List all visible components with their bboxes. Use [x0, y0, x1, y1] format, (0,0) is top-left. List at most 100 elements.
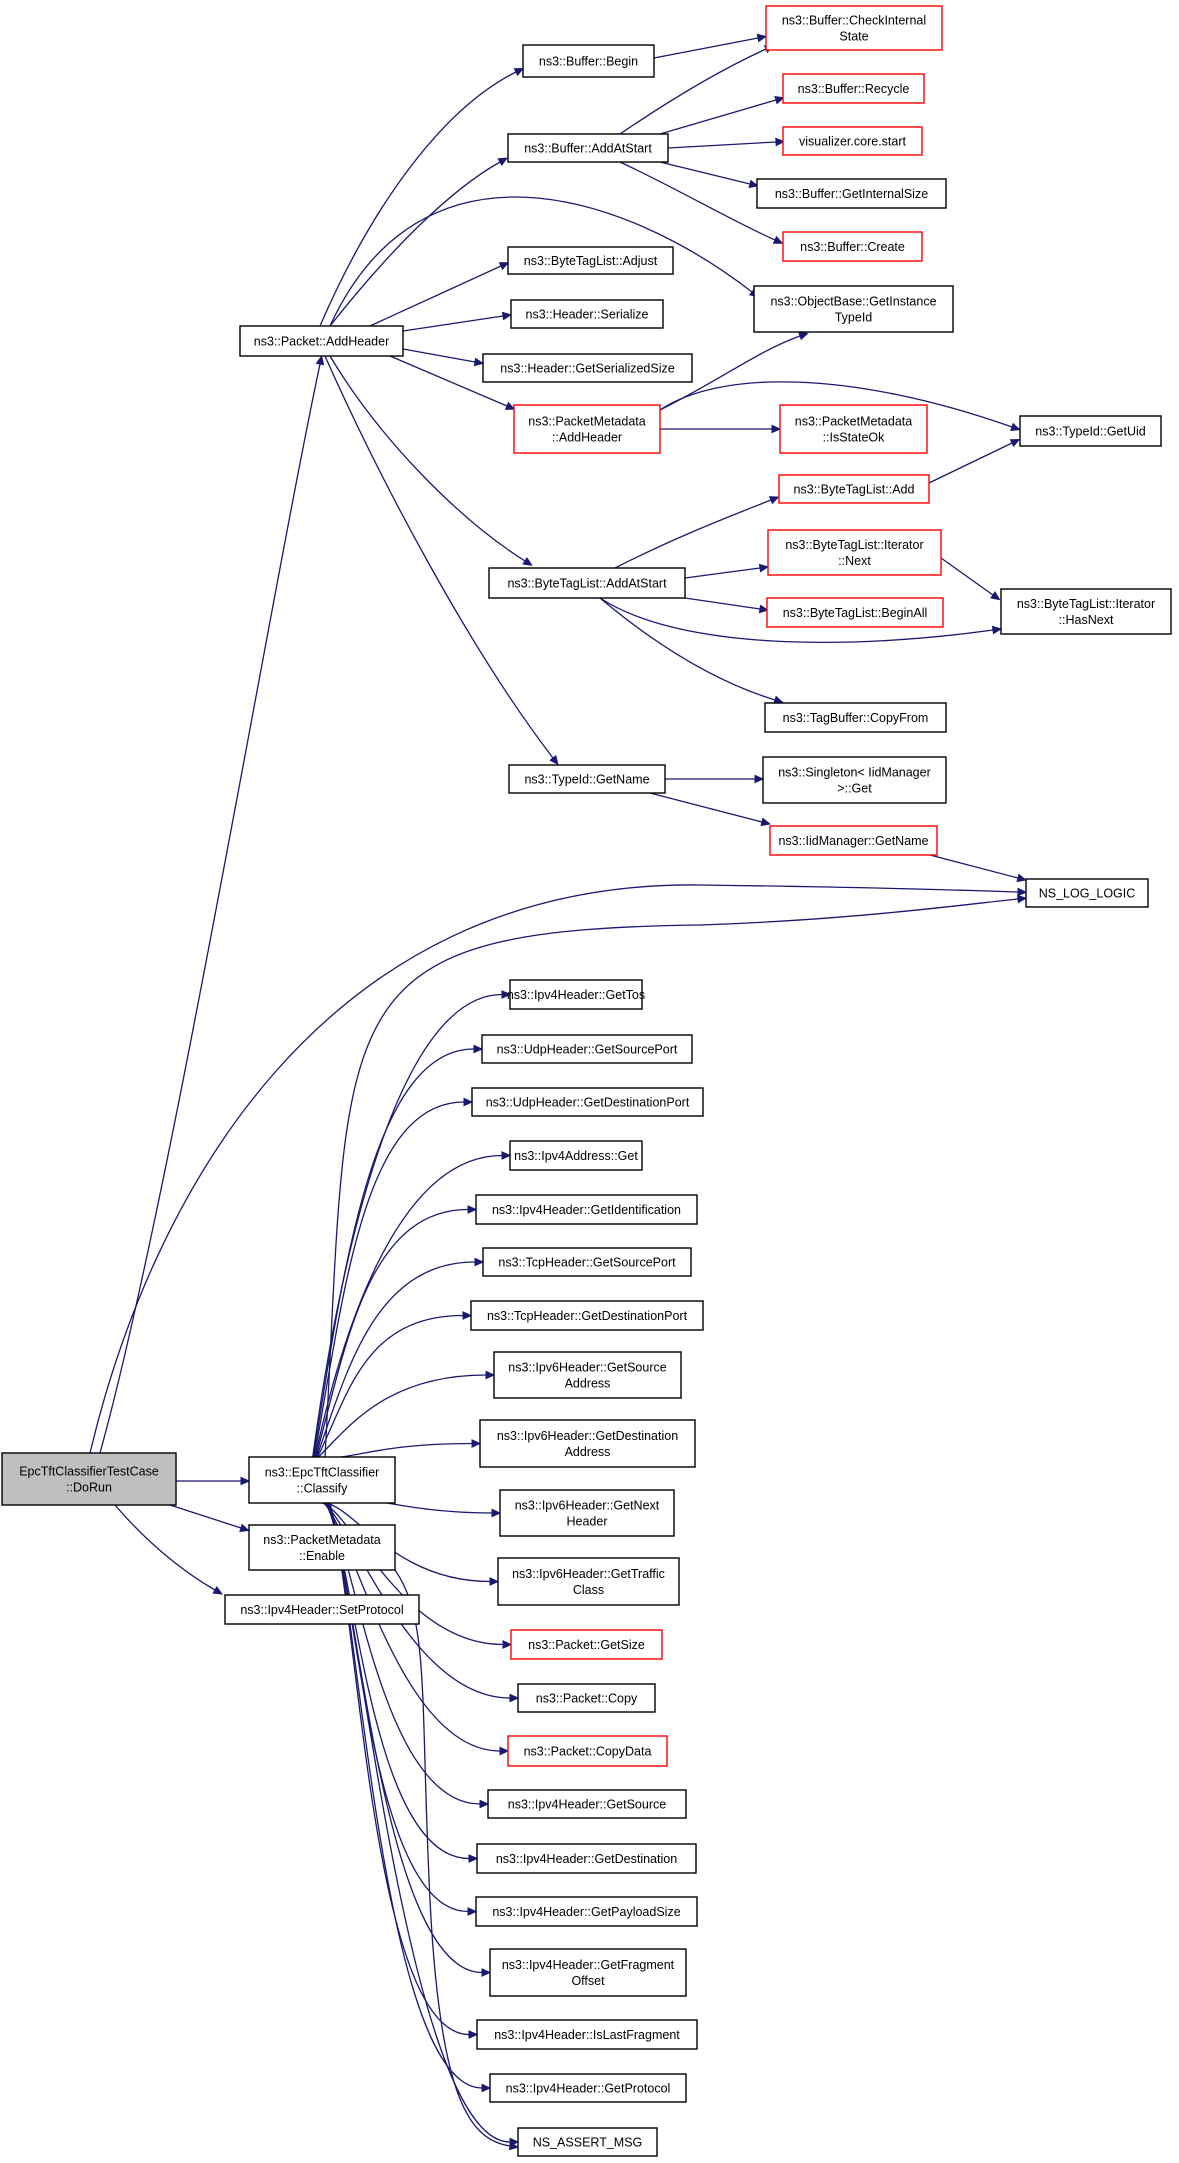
call-edge — [99, 354, 325, 1454]
node-box — [224, 1594, 420, 1625]
function-node-pktCopy[interactable]: ns3::Packet::Copy — [517, 1683, 656, 1713]
function-node-hdrSerialize[interactable]: ns3::Header::Serialize — [510, 299, 664, 329]
function-node-vizStart[interactable]: visualizer.core.start — [782, 126, 923, 156]
function-node-bufBegin[interactable]: ns3::Buffer::Begin — [522, 44, 655, 78]
function-node-nsLogLogic[interactable]: NS_LOG_LOGIC — [1025, 878, 1149, 908]
function-node-ipv4GetProto[interactable]: ns3::Ipv4Header::GetProtocol — [489, 2073, 687, 2103]
call-edge — [312, 1044, 484, 1458]
arrow-head — [499, 1746, 510, 1756]
function-node-udpGetSrc[interactable]: ns3::UdpHeader::GetSourcePort — [481, 1034, 693, 1064]
call-edge — [317, 1370, 496, 1458]
function-node-pmIsStateOk[interactable]: ns3::PacketMetadata::IsStateOk — [779, 404, 928, 454]
function-node-pktGetSize[interactable]: ns3::Packet::GetSize — [510, 1629, 663, 1660]
function-node-singletonGet[interactable]: ns3::Singleton< IidManager>::Get — [762, 756, 947, 804]
arrow-head — [501, 311, 513, 321]
arrow-head — [509, 1693, 520, 1703]
node-label: ::Next — [838, 554, 871, 568]
function-node-ipv4GetIdent[interactable]: ns3::Ipv4Header::GetIdentification — [475, 1194, 698, 1225]
function-node-addHeader[interactable]: ns3::Packet::AddHeader — [239, 325, 404, 357]
function-node-ipv4GetTos[interactable]: ns3::Ipv4Header::GetTos — [507, 979, 645, 1010]
arrow-head — [473, 1044, 484, 1054]
function-node-setProto[interactable]: ns3::Ipv4Header::SetProtocol — [224, 1594, 420, 1625]
function-node-pmEnable[interactable]: ns3::PacketMetadata::Enable — [248, 1524, 396, 1571]
node-label: ns3::Ipv4Header::GetDestination — [496, 1852, 677, 1866]
function-node-ipv4GetSrc[interactable]: ns3::Ipv4Header::GetSource — [487, 1789, 687, 1819]
node-label: Address — [565, 1377, 611, 1391]
function-node-bufAddAtStart[interactable]: ns3::Buffer::AddAtStart — [507, 133, 669, 163]
function-node-btlAdd[interactable]: ns3::ByteTagList::Add — [778, 474, 930, 504]
node-label: ::Classify — [297, 1482, 348, 1496]
node-label: TypeId — [835, 311, 873, 325]
node-label: ns3::Ipv4Header::GetTos — [507, 988, 645, 1002]
node-box — [756, 178, 947, 209]
arrow-head — [489, 1577, 500, 1586]
node-box — [499, 1489, 675, 1537]
node-box — [479, 1419, 696, 1468]
function-node-ipv4GetDst[interactable]: ns3::Ipv4Header::GetDestination — [476, 1843, 697, 1874]
function-node-udpGetDst[interactable]: ns3::UdpHeader::GetDestinationPort — [471, 1087, 704, 1117]
node-label: ns3::Singleton< IidManager — [778, 766, 931, 780]
call-edge — [329, 157, 509, 327]
node-label: Offset — [571, 1974, 605, 1988]
node-label: ns3::Ipv4Header::SetProtocol — [240, 1603, 403, 1617]
function-node-ipv4AddrGet[interactable]: ns3::Ipv4Address::Get — [509, 1140, 643, 1171]
node-label: ns3::UdpHeader::GetDestinationPort — [486, 1096, 690, 1110]
arrow-head — [775, 137, 786, 147]
call-edge — [315, 1205, 478, 1458]
function-node-tcpGetSrc[interactable]: ns3::TcpHeader::GetSourcePort — [482, 1247, 692, 1277]
function-node-bufCreate[interactable]: ns3::Buffer::Create — [782, 231, 923, 262]
function-node-tidGetName[interactable]: ns3::TypeId::GetName — [508, 764, 666, 794]
node-box — [482, 1247, 692, 1277]
call-edge — [169, 1504, 250, 1533]
function-node-pktCopyData[interactable]: ns3::Packet::CopyData — [507, 1735, 668, 1767]
node-label: ::DoRun — [66, 1481, 112, 1495]
nodes-layer: EpcTftClassifierTestCase::DoRunns3::Pack… — [1, 5, 1172, 2157]
function-node-iidGetName[interactable]: ns3::IidManager::GetName — [769, 825, 938, 856]
function-node-pmAddHeader[interactable]: ns3::PacketMetadata::AddHeader — [513, 404, 661, 454]
call-edge — [328, 1502, 492, 2093]
node-box — [507, 133, 669, 163]
function-node-btlAddAtStart[interactable]: ns3::ByteTagList::AddAtStart — [488, 567, 686, 599]
function-node-btlIterHasNext[interactable]: ns3::ByteTagList::Iterator::HasNext — [1000, 588, 1172, 635]
node-box — [510, 299, 664, 329]
node-label: ns3::ByteTagList::Adjust — [524, 254, 658, 268]
function-node-ipv4IsLast[interactable]: ns3::Ipv4Header::IsLastFragment — [476, 2019, 698, 2050]
function-node-btlBeginAll[interactable]: ns3::ByteTagList::BeginAll — [766, 597, 944, 628]
node-label: ns3::Buffer::Recycle — [798, 82, 910, 96]
function-node-tcpGetDst[interactable]: ns3::TcpHeader::GetDestinationPort — [470, 1300, 704, 1331]
function-node-btlAdjust[interactable]: ns3::ByteTagList::Adjust — [507, 246, 674, 275]
function-node-hdrGetSize[interactable]: ns3::Header::GetSerializedSize — [482, 353, 693, 383]
call-edge — [929, 854, 1027, 883]
node-box — [513, 404, 661, 454]
arrow-head — [467, 1907, 478, 1916]
function-node-tidGetUid[interactable]: ns3::TypeId::GetUid — [1019, 415, 1162, 447]
function-node-nsAssert[interactable]: NS_ASSERT_MSG — [517, 2127, 658, 2157]
node-label: ns3::ByteTagList::Iterator — [785, 538, 923, 552]
arrow-head — [1010, 422, 1021, 431]
call-edge — [659, 95, 785, 135]
arrow-head — [990, 591, 1001, 601]
node-label: visualizer.core.start — [799, 135, 907, 149]
node-label: ::Enable — [299, 1549, 345, 1563]
function-node-tagBufCopy[interactable]: ns3::TagBuffer::CopyFrom — [764, 702, 947, 733]
node-label: ns3::Ipv6Header::GetSource — [508, 1361, 666, 1375]
function-node-bufRecycle[interactable]: ns3::Buffer::Recycle — [782, 73, 925, 104]
node-label: ns3::Packet::AddHeader — [254, 335, 390, 349]
call-edge — [89, 884, 1028, 1454]
node-label: ns3::Header::Serialize — [526, 308, 649, 322]
function-node-btlIterNext[interactable]: ns3::ByteTagList::Iterator::Next — [767, 529, 942, 576]
function-node-classify[interactable]: ns3::EpcTftClassifier::Classify — [248, 1456, 396, 1504]
node-label: ::IsStateOk — [823, 431, 886, 445]
arrow-head — [212, 1585, 224, 1595]
function-node-bufGetSize[interactable]: ns3::Buffer::GetInternalSize — [756, 178, 947, 209]
call-edge — [684, 563, 770, 579]
function-node-ipv4GetPayload[interactable]: ns3::Ipv4Header::GetPayloadSize — [475, 1896, 698, 1927]
arrow-head — [508, 2141, 520, 2151]
